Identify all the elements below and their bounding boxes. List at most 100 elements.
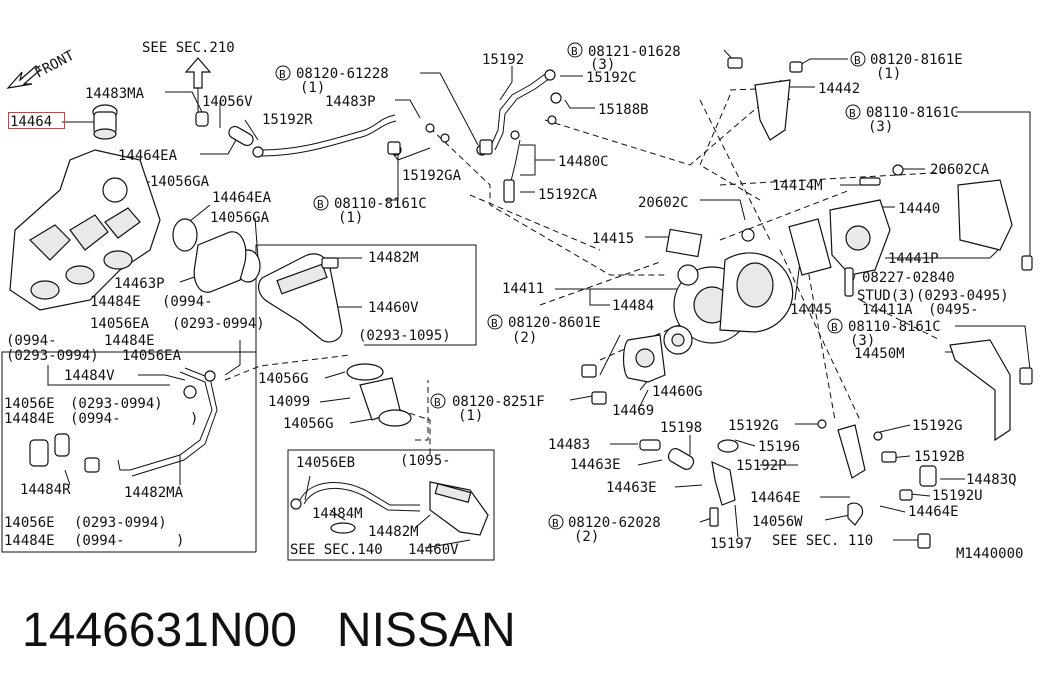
intake-manifold-part	[9, 149, 161, 311]
label: 15192U	[932, 488, 983, 504]
label: 14484M	[312, 506, 363, 522]
label: 14480C	[558, 154, 609, 170]
svg-text:B: B	[491, 317, 498, 330]
label: 14484E	[4, 533, 55, 549]
svg-text:B: B	[849, 107, 856, 120]
label: 14440	[898, 201, 940, 217]
hoses-upper-left	[195, 111, 488, 158]
label: 14464EA	[118, 148, 178, 164]
label: 14415	[592, 231, 634, 247]
svg-text:B: B	[317, 198, 324, 211]
label: 14483	[548, 437, 590, 453]
label: 14483MA	[85, 86, 145, 102]
label: 20602CA	[930, 162, 990, 178]
part-labels: FRONT SEE SEC.210 14483MA 14056V 14464 1…	[4, 40, 1023, 562]
label: 15192R	[262, 112, 313, 128]
label: 15198	[660, 420, 702, 436]
label: 14464E	[750, 490, 801, 506]
label: 08120-8161E	[870, 52, 963, 68]
label: 14056E	[4, 515, 55, 531]
label: 14483Q	[966, 472, 1017, 488]
svg-text:B: B	[279, 68, 286, 81]
label: (0994-	[70, 411, 121, 427]
label: 14484R	[20, 482, 71, 498]
label: 15188B	[598, 102, 649, 118]
lower-left-hoses	[29, 367, 218, 477]
label: (1)	[458, 408, 483, 424]
part-number-caption: 1446631N00 NISSAN	[22, 604, 516, 657]
label: 15192GA	[402, 168, 462, 184]
label: 14411A	[862, 302, 913, 318]
label: (0293-0994)	[6, 348, 99, 364]
ducts-14099	[346, 363, 412, 427]
label: 08120-61228	[296, 66, 389, 82]
label: 08110-8161C	[866, 105, 959, 121]
label: 14460V	[408, 542, 459, 558]
inset-parts	[290, 481, 489, 536]
label: 08227-02840	[862, 270, 955, 286]
front-arrow-icon	[6, 65, 41, 89]
label: 14484E	[4, 411, 55, 427]
label: 14484E	[104, 333, 155, 349]
label: 14056EA	[90, 316, 150, 332]
highlight-box	[8, 112, 65, 129]
label: (3)	[590, 57, 615, 73]
label: 08120-62028	[568, 515, 661, 531]
bolt-spec-icons: B B B B B B B B B	[275, 42, 866, 530]
label: 14056GA	[210, 210, 270, 226]
label: (3)	[868, 119, 893, 135]
parts-diagram: B B B B B B B B B FRONT SEE SEC.210 1448…	[1, 40, 1033, 562]
label: 08120-8251F	[452, 394, 545, 410]
label: 15192B	[914, 449, 965, 465]
exhaust-outlet-14440	[788, 199, 891, 276]
up-arrow-icon	[184, 57, 212, 89]
label: 08120-8601E	[508, 315, 601, 331]
label: 14056EA	[122, 348, 182, 364]
label: (0293-0994)	[70, 396, 163, 412]
label: 14056V	[202, 94, 253, 110]
label: 14484V	[64, 368, 115, 384]
label: 20602C	[638, 195, 689, 211]
label: SEE SEC.210	[142, 40, 235, 56]
bolts	[321, 57, 1033, 501]
label: (0994-	[74, 533, 125, 549]
label: 14469	[612, 403, 654, 419]
label: 15192CA	[538, 187, 598, 203]
label: 15192P	[736, 458, 787, 474]
label: 15196	[758, 439, 800, 455]
label: (1)	[300, 80, 325, 96]
svg-text:B: B	[552, 517, 559, 530]
label: 14482MA	[124, 485, 184, 501]
label: 08110-8161C	[334, 196, 427, 212]
heat-shield-14442	[754, 79, 791, 141]
label: 14445	[790, 302, 832, 318]
label: 14056EB	[296, 455, 355, 471]
duct-14463P	[193, 231, 247, 293]
svg-text:B: B	[571, 45, 578, 58]
label: 14484E	[90, 294, 141, 310]
label: 14099	[268, 394, 310, 410]
label: )	[176, 533, 184, 549]
label: (0293-0994)	[74, 515, 167, 531]
svg-text:B: B	[854, 54, 861, 67]
label: )	[190, 411, 198, 427]
label: 15192G	[912, 418, 963, 434]
label: 14483P	[325, 94, 376, 110]
label: 14460G	[652, 384, 703, 400]
label: 15197	[710, 536, 752, 552]
front-label: FRONT	[32, 47, 77, 81]
label: (1)	[338, 210, 363, 226]
label: 14460V	[368, 300, 419, 316]
label: (3)	[850, 333, 875, 349]
label: (1)	[876, 66, 901, 82]
label: 08110-8161C	[848, 319, 941, 335]
label: 14482M	[368, 250, 419, 266]
label: 14411	[502, 281, 544, 297]
label: (2)	[574, 529, 599, 545]
label: 14056G	[258, 371, 309, 387]
label: 15192C	[586, 70, 637, 86]
label: (1095-	[400, 453, 451, 469]
label: 14463E	[570, 457, 621, 473]
label: 15192G	[728, 418, 779, 434]
diagram-code: M1440000	[956, 546, 1023, 562]
